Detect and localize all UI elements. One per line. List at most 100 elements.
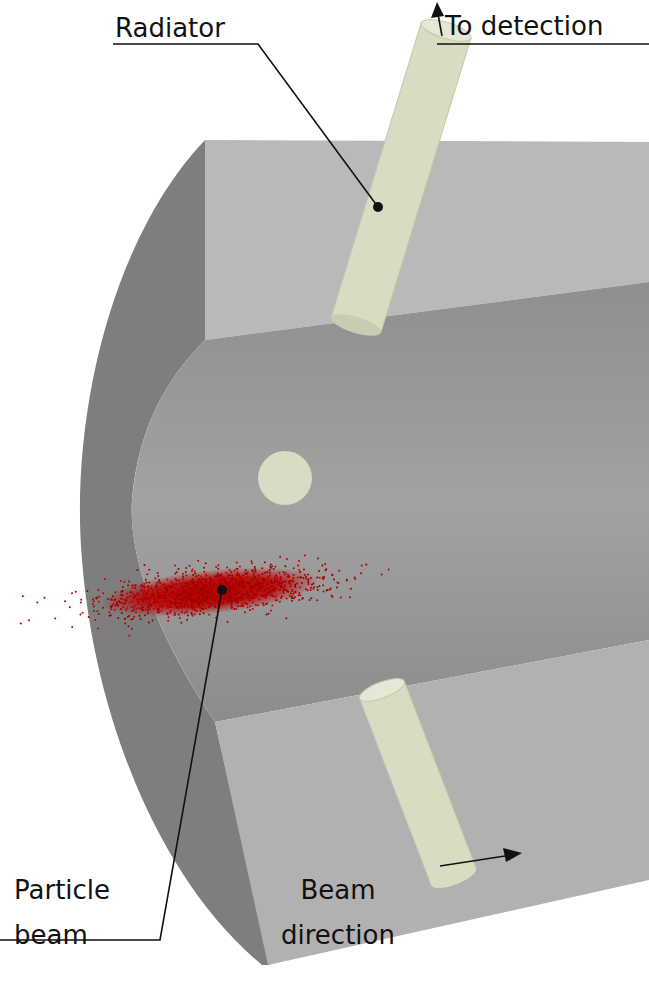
detection-arrowhead <box>431 2 444 18</box>
particle <box>128 635 130 637</box>
particle <box>182 576 184 578</box>
particle <box>271 605 273 607</box>
particle <box>273 578 275 580</box>
particle <box>240 597 242 599</box>
particle <box>209 598 211 600</box>
particle <box>128 615 130 617</box>
particle <box>174 612 176 614</box>
particle <box>166 600 168 602</box>
particle <box>158 597 160 599</box>
particle <box>268 613 270 615</box>
particle <box>260 589 262 591</box>
particle <box>231 596 233 598</box>
particle <box>298 592 300 594</box>
particle <box>236 602 238 604</box>
particle <box>266 614 268 616</box>
particle <box>250 588 252 590</box>
particle <box>252 594 254 596</box>
particle <box>192 595 194 597</box>
particle <box>125 609 127 611</box>
particle <box>178 596 180 598</box>
particle <box>156 611 158 613</box>
particle <box>252 602 254 604</box>
particle <box>137 601 139 603</box>
particle <box>288 581 290 583</box>
particle <box>264 561 266 563</box>
particle <box>176 599 178 601</box>
particle <box>133 609 135 611</box>
particle <box>280 578 282 580</box>
particle <box>180 593 182 595</box>
particle <box>129 601 131 603</box>
particle <box>168 585 170 587</box>
particle <box>190 587 192 589</box>
particle <box>187 604 189 606</box>
particle <box>300 594 302 596</box>
particle <box>149 604 151 606</box>
particle <box>20 623 22 625</box>
particle <box>148 582 150 584</box>
particle <box>338 582 340 584</box>
particle <box>240 589 242 591</box>
direction-arrowhead <box>503 848 522 862</box>
particle <box>197 602 199 604</box>
particle <box>316 599 318 601</box>
particle <box>337 582 339 584</box>
particle <box>263 604 265 606</box>
particle <box>143 597 145 599</box>
particle <box>98 601 100 603</box>
particle <box>266 571 268 573</box>
particle <box>98 613 100 615</box>
particle <box>199 586 201 588</box>
particle <box>291 596 293 598</box>
particle <box>156 589 158 591</box>
particle <box>285 617 287 619</box>
particle <box>250 560 252 562</box>
particle <box>148 608 150 610</box>
particle <box>350 588 352 590</box>
particle <box>252 593 254 595</box>
particle <box>114 609 116 611</box>
particle <box>270 595 272 597</box>
particle <box>236 562 238 564</box>
particle <box>116 601 118 603</box>
particle <box>255 604 257 606</box>
particle <box>205 562 207 564</box>
particle <box>237 571 239 573</box>
particle <box>215 593 217 595</box>
particle <box>244 611 246 613</box>
particle <box>233 578 235 580</box>
particle <box>298 599 300 601</box>
particle <box>208 596 210 598</box>
particle <box>236 568 238 570</box>
particle <box>188 596 190 598</box>
particle <box>227 621 229 623</box>
particle <box>242 605 244 607</box>
particle <box>294 591 296 593</box>
particle <box>331 596 333 598</box>
particle <box>307 581 309 583</box>
particle <box>198 596 200 598</box>
particle <box>235 594 237 596</box>
particle <box>197 582 199 584</box>
particle <box>152 596 154 598</box>
particle <box>202 599 204 601</box>
particle <box>266 603 268 605</box>
particle <box>209 584 211 586</box>
particle <box>269 569 271 571</box>
particle <box>241 585 243 587</box>
particle <box>214 591 216 593</box>
particle <box>215 589 217 591</box>
particle <box>122 590 124 592</box>
particle <box>294 596 296 598</box>
particle <box>286 576 288 578</box>
particle <box>80 601 82 603</box>
particle <box>174 614 176 616</box>
particle <box>237 585 239 587</box>
particle <box>134 596 136 598</box>
particle <box>192 602 194 604</box>
particle <box>257 581 259 583</box>
particle <box>182 586 184 588</box>
particle <box>155 584 157 586</box>
particle <box>136 592 138 594</box>
